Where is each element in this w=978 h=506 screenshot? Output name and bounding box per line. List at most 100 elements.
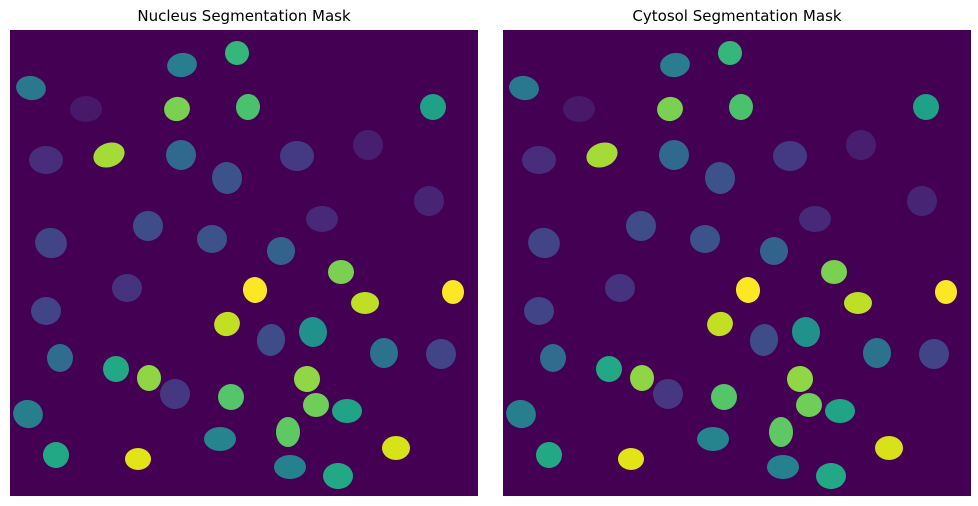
nucleus-cell-mask [353, 130, 383, 160]
nucleus-cell-mask [103, 356, 129, 382]
nucleus-cell-mask [274, 455, 306, 479]
cytosol-cell-mask [690, 225, 720, 253]
cytosol-cell-mask [735, 277, 761, 303]
cytosol-cell-mask [509, 75, 539, 101]
nucleus-cell-mask [225, 41, 249, 65]
nucleus-cell-mask [13, 399, 43, 429]
nucleus-cell-mask [214, 311, 240, 337]
nucleus-cell-mask [276, 417, 300, 447]
cytosol-cell-mask [506, 399, 536, 429]
cytosol-cell-mask [863, 338, 891, 368]
cytosol-mask-image [503, 30, 971, 496]
nucleus-cell-mask [303, 393, 329, 417]
nucleus-cell-mask [160, 379, 190, 409]
cytosol-cell-mask [718, 41, 742, 65]
cytosol-cell-mask [787, 366, 813, 392]
cytosol-cell-mask [528, 227, 560, 259]
nucleus-cell-mask [204, 427, 236, 451]
cytosol-cell-mask [913, 94, 939, 120]
nucleus-cell-mask [426, 339, 456, 369]
cytosol-cell-mask [586, 142, 618, 168]
nucleus-cell-mask [442, 280, 464, 304]
nucleus-panel-title: Nucleus Segmentation Mask [137, 7, 351, 25]
cytosol-cells [506, 41, 957, 489]
cytosol-cell-mask [728, 94, 754, 120]
nucleus-cell-mask [256, 324, 286, 356]
nucleus-cell-mask [267, 237, 295, 265]
cytosol-cell-mask [935, 280, 957, 304]
cytosol-cell-mask [711, 384, 737, 410]
nucleus-cell-mask [29, 146, 63, 174]
cytosol-cell-mask [875, 436, 903, 460]
nucleus-cell-mask [164, 96, 190, 122]
cytosol-cell-mask [791, 317, 821, 347]
nucleus-cell-mask [16, 75, 46, 101]
cytosol-panel-title: Cytosol Segmentation Mask [632, 7, 842, 25]
nucleus-cell-mask [306, 206, 338, 232]
cytosol-cell-mask [660, 52, 690, 78]
cytosol-cell-mask [704, 162, 736, 194]
cytosol-cell-mask [799, 206, 831, 232]
cytosol-cell-mask [630, 365, 654, 391]
cytosol-cell-mask [767, 455, 799, 479]
nucleus-cell-mask [125, 448, 151, 470]
nucleus-cell-mask [298, 317, 328, 347]
nucleus-cell-mask [133, 211, 163, 241]
nucleus-cell-mask [382, 436, 410, 460]
nucleus-cell-mask [167, 52, 197, 78]
nucleus-cell-mask [332, 399, 362, 423]
nucleus-cell-mask [70, 96, 102, 122]
nucleus-cell-mask [218, 384, 244, 410]
cytosol-cell-mask [844, 292, 872, 314]
cytosol-cell-mask [769, 417, 793, 447]
nucleus-cell-mask [93, 142, 125, 168]
nucleus-cell-mask [35, 227, 67, 259]
nucleus-cell-mask [197, 225, 227, 253]
cytosol-cell-mask [563, 96, 595, 122]
cytosol-cell-mask [657, 96, 683, 122]
nucleus-cell-mask [414, 186, 444, 216]
nucleus-cell-mask [323, 463, 353, 489]
nucleus-cell-mask [43, 442, 69, 468]
nucleus-cell-mask [351, 292, 379, 314]
cytosol-cell-mask [773, 141, 807, 171]
cytosol-cell-mask [907, 186, 937, 216]
cytosol-cell-mask [821, 260, 847, 284]
cytosol-cell-mask [522, 146, 556, 174]
nucleus-cell-mask [31, 297, 61, 325]
nucleus-cell-mask [328, 260, 354, 284]
cytosol-cell-mask [825, 399, 855, 423]
cytosol-cell-mask [760, 237, 788, 265]
nucleus-mask-image [10, 30, 478, 496]
nucleus-panel: Nucleus Segmentation Mask [10, 0, 478, 506]
cytosol-cell-mask [749, 324, 779, 356]
cytosol-cell-mask [596, 356, 622, 382]
nucleus-cell-mask [370, 338, 398, 368]
cytosol-cell-mask [653, 379, 683, 409]
nucleus-cell-mask [242, 277, 268, 303]
cytosol-cell-mask [626, 211, 656, 241]
cytosol-cell-mask [524, 297, 554, 325]
nucleus-cell-mask [166, 140, 196, 170]
nucleus-cell-mask [280, 141, 314, 171]
nucleus-cell-mask [112, 274, 142, 302]
cytosol-cell-mask [659, 140, 689, 170]
cytosol-cell-mask [919, 339, 949, 369]
nucleus-cell-mask [235, 94, 261, 120]
cytosol-cell-mask [536, 442, 562, 468]
cytosol-cell-mask [846, 130, 876, 160]
nucleus-cell-mask [137, 365, 161, 391]
nucleus-cell-mask [211, 162, 243, 194]
nucleus-cells [13, 41, 464, 489]
cytosol-cell-mask [816, 463, 846, 489]
cytosol-cell-mask [605, 274, 635, 302]
cytosol-cell-mask [697, 427, 729, 451]
cytosol-cell-mask [707, 311, 733, 337]
cytosol-cell-mask [618, 448, 644, 470]
nucleus-cell-mask [47, 344, 73, 372]
nucleus-cell-mask [294, 366, 320, 392]
cytosol-cell-mask [796, 393, 822, 417]
nucleus-cell-mask [420, 94, 446, 120]
cytosol-cell-mask [540, 344, 566, 372]
